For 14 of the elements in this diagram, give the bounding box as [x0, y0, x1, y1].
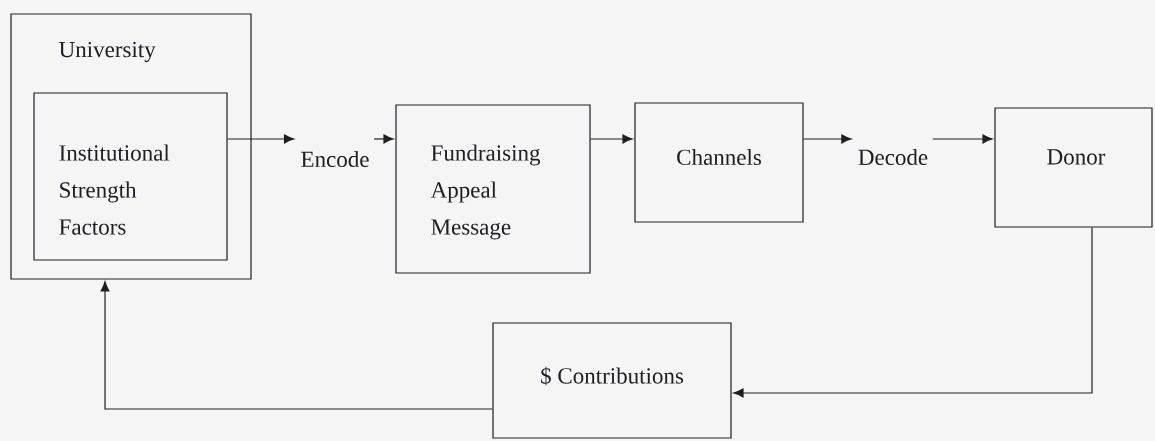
process-box: Institutional Strength Factors — [33, 92, 228, 261]
arrow — [733, 227, 1093, 398]
step-label: Decode — [858, 148, 928, 166]
arrow — [227, 134, 295, 144]
arrow — [100, 281, 493, 410]
step-label: Encode — [301, 150, 369, 168]
arrow — [803, 134, 852, 144]
arrow — [932, 134, 993, 144]
process-box: Donor — [994, 107, 1153, 228]
process-box: Channels — [634, 102, 804, 223]
process-box: $ Contributions — [492, 322, 732, 439]
arrow — [590, 134, 633, 144]
process-box: Fundraising Appeal Message — [395, 104, 591, 274]
arrow — [373, 134, 394, 144]
